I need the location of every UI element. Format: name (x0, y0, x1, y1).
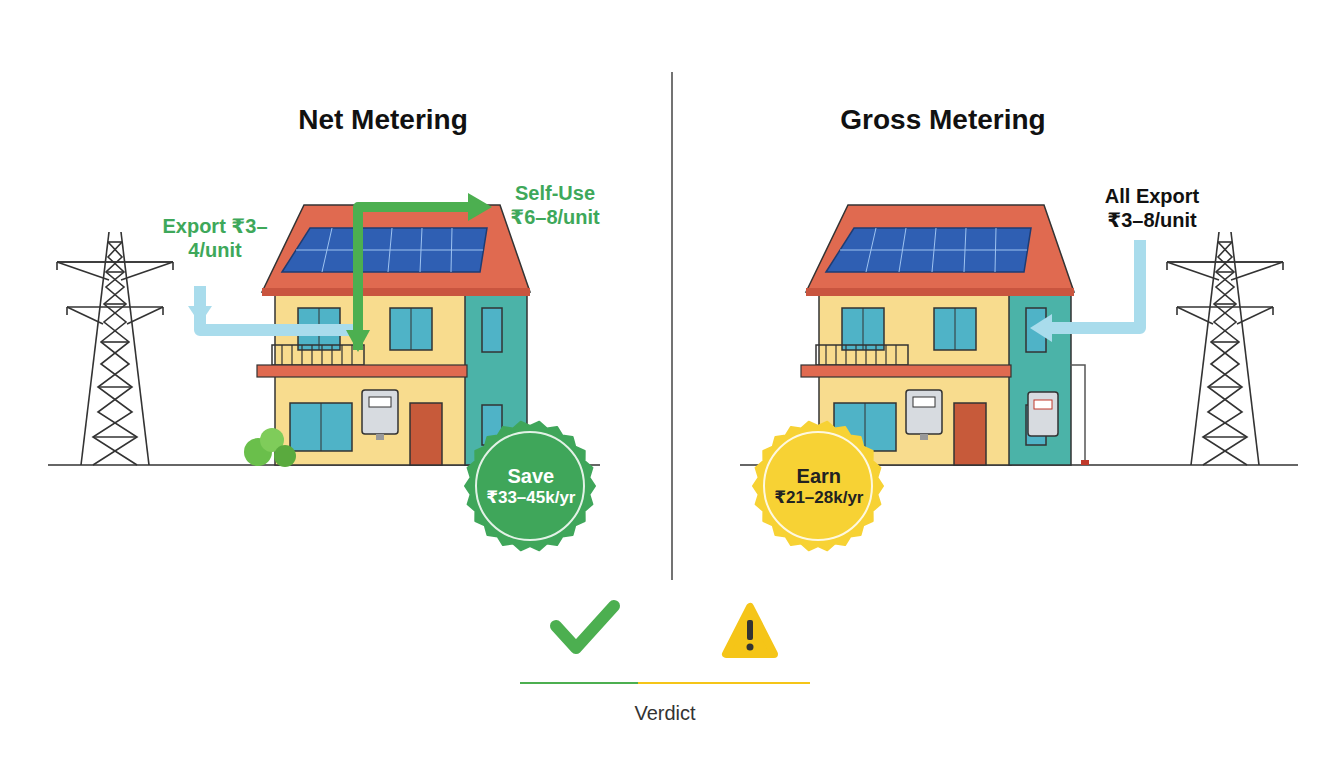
verdict-icons (520, 606, 810, 683)
verdict-label: Verdict (634, 701, 695, 725)
section-title: Gross Metering (840, 103, 1045, 137)
badge: Save₹33–45k/yr (464, 420, 596, 552)
badge-value: ₹21–28k/yr (773, 488, 864, 508)
section-title: Net Metering (298, 103, 468, 137)
flow-label: Export ₹3–4/unit (155, 214, 275, 262)
divider (671, 72, 673, 580)
flow-label: All Export ₹3–8/unit (1087, 184, 1217, 232)
badge-value: ₹33–45k/yr (485, 488, 576, 508)
badge-heading: Earn (773, 465, 864, 488)
badge-heading: Save (485, 465, 576, 488)
flow-label: Self-Use ₹6–8/unit (495, 181, 615, 229)
badge: Earn₹21–28k/yr (752, 420, 884, 552)
